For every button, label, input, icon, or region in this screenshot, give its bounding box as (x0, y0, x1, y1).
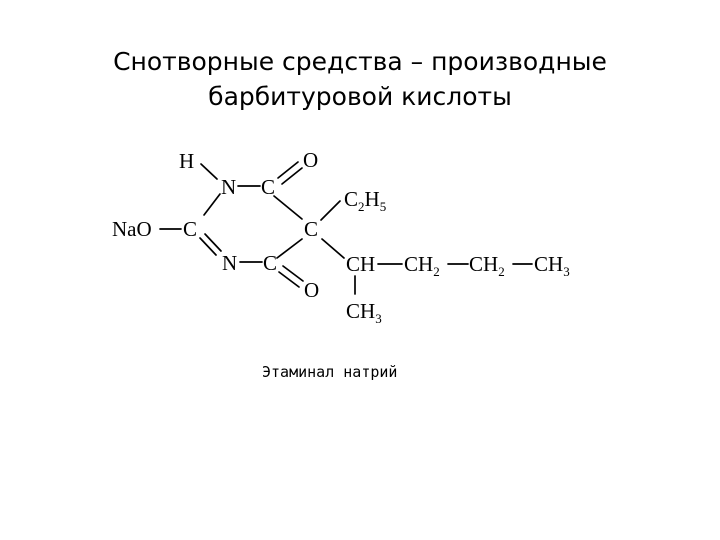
ch3-end-ch: CH (534, 252, 563, 276)
group-ch: CH (346, 252, 375, 276)
title-line-1: Снотворные средства – производные (113, 47, 607, 76)
ch3-end-sub: 3 (563, 264, 570, 279)
bond-c-center-c2h5 (320, 200, 341, 221)
double-bond-c-o-bottom-2 (282, 265, 304, 282)
atom-h: H (179, 149, 194, 173)
c2h5-sub-2: 2 (358, 199, 365, 214)
bonds (159, 161, 533, 295)
atom-c-bottom: C (263, 251, 277, 275)
ch2-b-sub: 2 (498, 264, 505, 279)
atom-o-top: O (303, 148, 318, 172)
title-line-2: барбитуровой кислоты (208, 82, 512, 111)
ch3-branch-sub: 3 (375, 311, 382, 326)
group-ch2-b: CH2 (469, 252, 505, 279)
bond-h-n (200, 163, 218, 180)
ch2-a-sub: 2 (433, 264, 440, 279)
ch3-branch-ch: CH (346, 299, 375, 323)
c2h5-h: H (365, 187, 380, 211)
compound-caption: Этаминал натрий (262, 363, 398, 381)
atom-c-top: C (261, 175, 275, 199)
group-ch3-end: CH3 (534, 252, 570, 279)
group-ch2-a: CH2 (404, 252, 440, 279)
atom-n-1: N (221, 175, 236, 199)
double-bond-c-o-top-1 (277, 161, 299, 179)
bond-n-c-left (203, 193, 221, 216)
atom-o-bottom: O (304, 278, 319, 302)
ch2-b-ch: CH (469, 252, 498, 276)
double-bond-c-o-bottom-1 (278, 271, 300, 288)
group-ch3-branch: CH3 (346, 299, 382, 326)
c2h5-sub-5: 5 (380, 199, 387, 214)
slide-title: Снотворные средства – производные барбит… (0, 44, 720, 114)
atom-c-center: C (304, 217, 318, 241)
bond-c-center-c-bottom (276, 238, 303, 259)
c2h5-c: C (344, 187, 358, 211)
double-bond-c-n-2 (204, 233, 222, 252)
double-bond-c-n-1 (199, 237, 217, 256)
group-nao: NaO (112, 217, 152, 241)
atom-n-2: N (222, 251, 237, 275)
atoms: H N C O NaO C C C2H5 N C O CH CH2 CH2 CH… (112, 148, 570, 326)
bond-c-center-ch (321, 238, 345, 259)
group-c2h5: C2H5 (344, 187, 386, 214)
atom-c-left: C (183, 217, 197, 241)
ch2-a-ch: CH (404, 252, 433, 276)
bond-c-top-c-center (273, 195, 303, 220)
double-bond-c-o-top-2 (281, 167, 303, 185)
